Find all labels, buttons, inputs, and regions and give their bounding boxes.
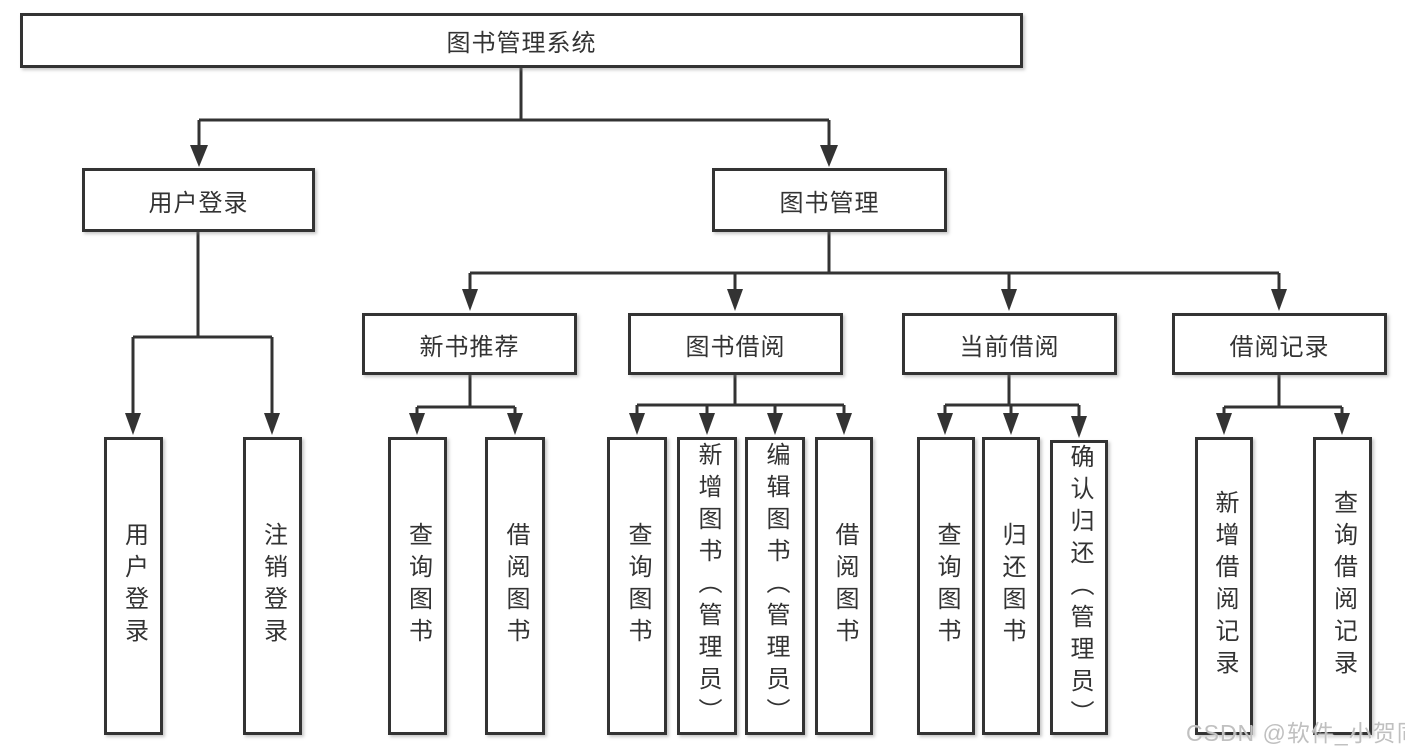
arrow-down-icon xyxy=(1216,413,1232,435)
csdn-watermark: CSDN @软件_小贺同学 xyxy=(1186,720,1405,746)
arrow-down-icon xyxy=(767,413,783,435)
leaf-return-books: 归还图书 xyxy=(982,437,1040,735)
connector-records-to-leaves xyxy=(1222,375,1344,428)
leaf-query-books-current: 查询图书 xyxy=(917,437,975,735)
connector-root-to-level2 xyxy=(197,68,831,160)
leaf-confirm-return-admin: 确认归还（管理员） xyxy=(1050,440,1108,735)
arrow-down-icon xyxy=(699,413,715,435)
leaf-logout: 注销登录 xyxy=(243,437,302,735)
arrow-down-icon xyxy=(1071,416,1087,438)
leaf-borrow-books-recommend: 借阅图书 xyxy=(485,437,545,735)
node-borrow-records: 借阅记录 xyxy=(1172,313,1387,375)
leaf-query-borrow-record: 查询借阅记录 xyxy=(1313,437,1372,735)
arrow-down-icon xyxy=(125,413,141,435)
leaf-borrow-books: 借阅图书 xyxy=(815,437,873,735)
arrow-down-icon xyxy=(836,413,852,435)
arrow-down-icon xyxy=(629,413,645,435)
arrow-down-icon xyxy=(1003,413,1019,435)
arrow-down-icon xyxy=(727,289,743,311)
node-new-book-recommend: 新书推荐 xyxy=(362,313,577,375)
leaf-query-books-recommend: 查询图书 xyxy=(388,437,447,735)
arrow-down-icon xyxy=(1001,289,1017,311)
arrow-down-icon xyxy=(820,145,838,167)
connector-bookmgmt-to-level3 xyxy=(468,232,1281,305)
leaf-add-borrow-record: 新增借阅记录 xyxy=(1195,437,1253,735)
arrow-down-icon xyxy=(190,145,208,167)
arrow-down-icon xyxy=(507,413,523,435)
node-book-borrow: 图书借阅 xyxy=(628,313,843,375)
arrow-down-icon xyxy=(462,289,478,311)
leaf-query-books-borrow: 查询图书 xyxy=(607,437,667,735)
connector-userlogin-to-leaves xyxy=(131,232,274,428)
leaf-add-books-admin: 新增图书（管理员） xyxy=(677,437,737,735)
node-user-login: 用户登录 xyxy=(82,168,315,232)
arrow-down-icon xyxy=(264,413,280,435)
arrow-down-icon xyxy=(1271,289,1287,311)
node-current-borrow: 当前借阅 xyxy=(902,313,1117,375)
connector-newbook-to-leaves xyxy=(415,375,517,428)
arrow-down-icon xyxy=(1334,413,1350,435)
connector-bookborrow-to-leaves xyxy=(635,375,846,428)
arrow-down-icon xyxy=(937,413,953,435)
node-library-system: 图书管理系统 xyxy=(20,13,1023,68)
leaf-edit-books-admin: 编辑图书（管理员） xyxy=(745,437,805,735)
node-book-management: 图书管理 xyxy=(712,168,947,232)
arrow-down-icon xyxy=(409,413,425,435)
leaf-user-login: 用户登录 xyxy=(104,437,163,735)
